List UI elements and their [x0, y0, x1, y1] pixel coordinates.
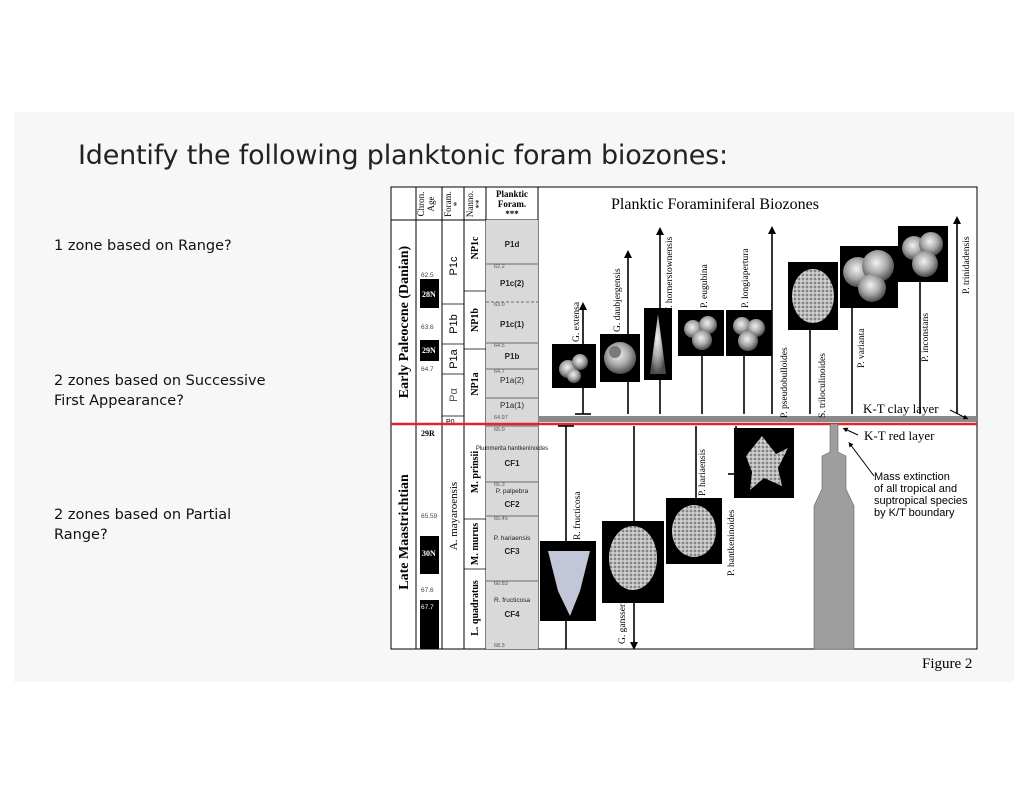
planktic-age: 65.45: [494, 516, 508, 522]
nanno-zone: M. murus: [470, 523, 481, 565]
planktic-zone: Plummerita hantkeninoides: [476, 446, 548, 452]
header-nanno: Nanno.**: [465, 191, 484, 217]
chron-30N-block: [420, 536, 439, 574]
planktic-zone: P1a(2): [500, 376, 524, 385]
planktic-zone: P1d: [505, 240, 520, 249]
planktic-age: 64.7: [494, 369, 505, 375]
planktic-zone-column: [486, 220, 538, 649]
planktic-age: 68.3: [494, 643, 505, 649]
foram-zone: A. mayaroensis: [448, 482, 460, 550]
planktic-zone: P. hariaensis: [494, 535, 531, 542]
foram-zone: P1b: [448, 314, 460, 334]
foram-zone: P0: [446, 419, 455, 426]
nanno-zone: NP1c: [470, 236, 481, 259]
species-label: G. extensa: [572, 301, 582, 342]
species-label: W. hornerstownensis: [665, 236, 675, 316]
nanno-zone: NP1b: [470, 308, 481, 332]
kt-red-label: K-T red layer: [864, 428, 935, 443]
planktic-age: 64.5: [494, 343, 505, 349]
planktic-zone: P1c(1): [500, 320, 524, 329]
planktic-age: 62.2: [494, 264, 505, 270]
species-label: R. fructicosa: [572, 491, 583, 540]
planktic-age: 64.97: [494, 415, 508, 421]
species-label: G. gansseri: [618, 601, 628, 644]
question-partial-range: 2 zones based on Partial Range?: [54, 507, 232, 543]
kt-red-pointer: [842, 427, 859, 436]
species-label: P. varianta: [857, 328, 867, 368]
kt-clay-label: K-T clay layer: [863, 401, 939, 416]
age-label: 67.7: [421, 604, 434, 611]
epoch-late-maastrichtian: Late Maastrichtian: [397, 474, 412, 590]
species-label: P. trinidadensis: [962, 236, 972, 294]
chron-29R: 29R: [421, 429, 435, 438]
planktic-age: 65.3: [494, 482, 505, 488]
chron-28N: 28N: [422, 290, 436, 299]
foram-zone: Pα: [448, 388, 460, 402]
planktic-zone: R. fructicosa: [494, 597, 531, 604]
chron-lower-block: [420, 600, 439, 649]
age-label: 63.6: [421, 324, 434, 331]
foram-zone: P1c: [448, 256, 460, 275]
planktic-age: 66.83: [494, 581, 508, 587]
species-label: P. hantkeninoides: [727, 509, 737, 576]
planktic-zone: CF4: [504, 610, 520, 619]
fossil-images: [540, 226, 948, 621]
figure-caption: Figure 2: [922, 656, 973, 672]
question-range: 1 zone based on Range?: [54, 238, 232, 254]
survivor-column: [813, 423, 855, 650]
chron-30N: 30N: [422, 549, 436, 558]
planktic-zone: P1c(2): [500, 279, 524, 288]
species-label: P. hariaensis: [698, 449, 708, 496]
species-label: P. inconstans: [921, 313, 931, 362]
header-chron: Chron.Age: [416, 192, 436, 217]
species-label: G. daubjergensis: [613, 268, 623, 332]
question-successive-first-appearance: 2 zones based on Successive First Appear…: [54, 373, 266, 409]
planktic-zone: P1a(1): [500, 401, 524, 410]
age-label: 64.7: [421, 366, 434, 373]
planktic-zone: P. palpebra: [496, 488, 529, 495]
age-label: 65.59: [421, 513, 438, 520]
chron-29N-block: [420, 340, 439, 361]
species-label: S. triloculinoides: [818, 353, 828, 418]
species-label: P. eugubina: [700, 263, 710, 308]
species-label: P. pseudobulloides: [780, 347, 790, 418]
kt-clay-layer: [538, 416, 976, 422]
planktic-zone: P1b: [505, 352, 520, 361]
nanno-zone: NP1a: [470, 372, 481, 395]
foram-zone: P1a: [448, 348, 460, 368]
chron-28N-block: [420, 279, 439, 308]
slide-title: Identify the following planktonic foram …: [78, 140, 728, 171]
age-label: 62.5: [421, 272, 434, 279]
chron-29N: 29N: [422, 346, 436, 355]
age-label: 67.6: [421, 587, 434, 594]
planktic-zone: CF3: [504, 547, 520, 556]
epoch-early-paleocene: Early Paleocene (Danian): [397, 245, 412, 398]
species-label: P. longiapertura: [741, 248, 751, 308]
planktic-age: 63.0: [494, 302, 505, 308]
figure-main-title: Planktic Foraminiferal Biozones: [611, 196, 819, 213]
planktic-zone: CF1: [504, 459, 520, 468]
planktic-zone: CF2: [504, 500, 520, 509]
kt-clay-pointer: [949, 409, 969, 420]
header-foram: Foram.*: [443, 191, 462, 217]
mass-extinction-note: Mass extinction of all tropical and supt…: [874, 471, 971, 519]
planktic-age: 65.0: [494, 427, 505, 433]
nanno-zone: M. prinsii: [470, 451, 481, 493]
extinction-pointer: [848, 442, 875, 477]
nanno-zone: L. quadratus: [470, 580, 481, 636]
